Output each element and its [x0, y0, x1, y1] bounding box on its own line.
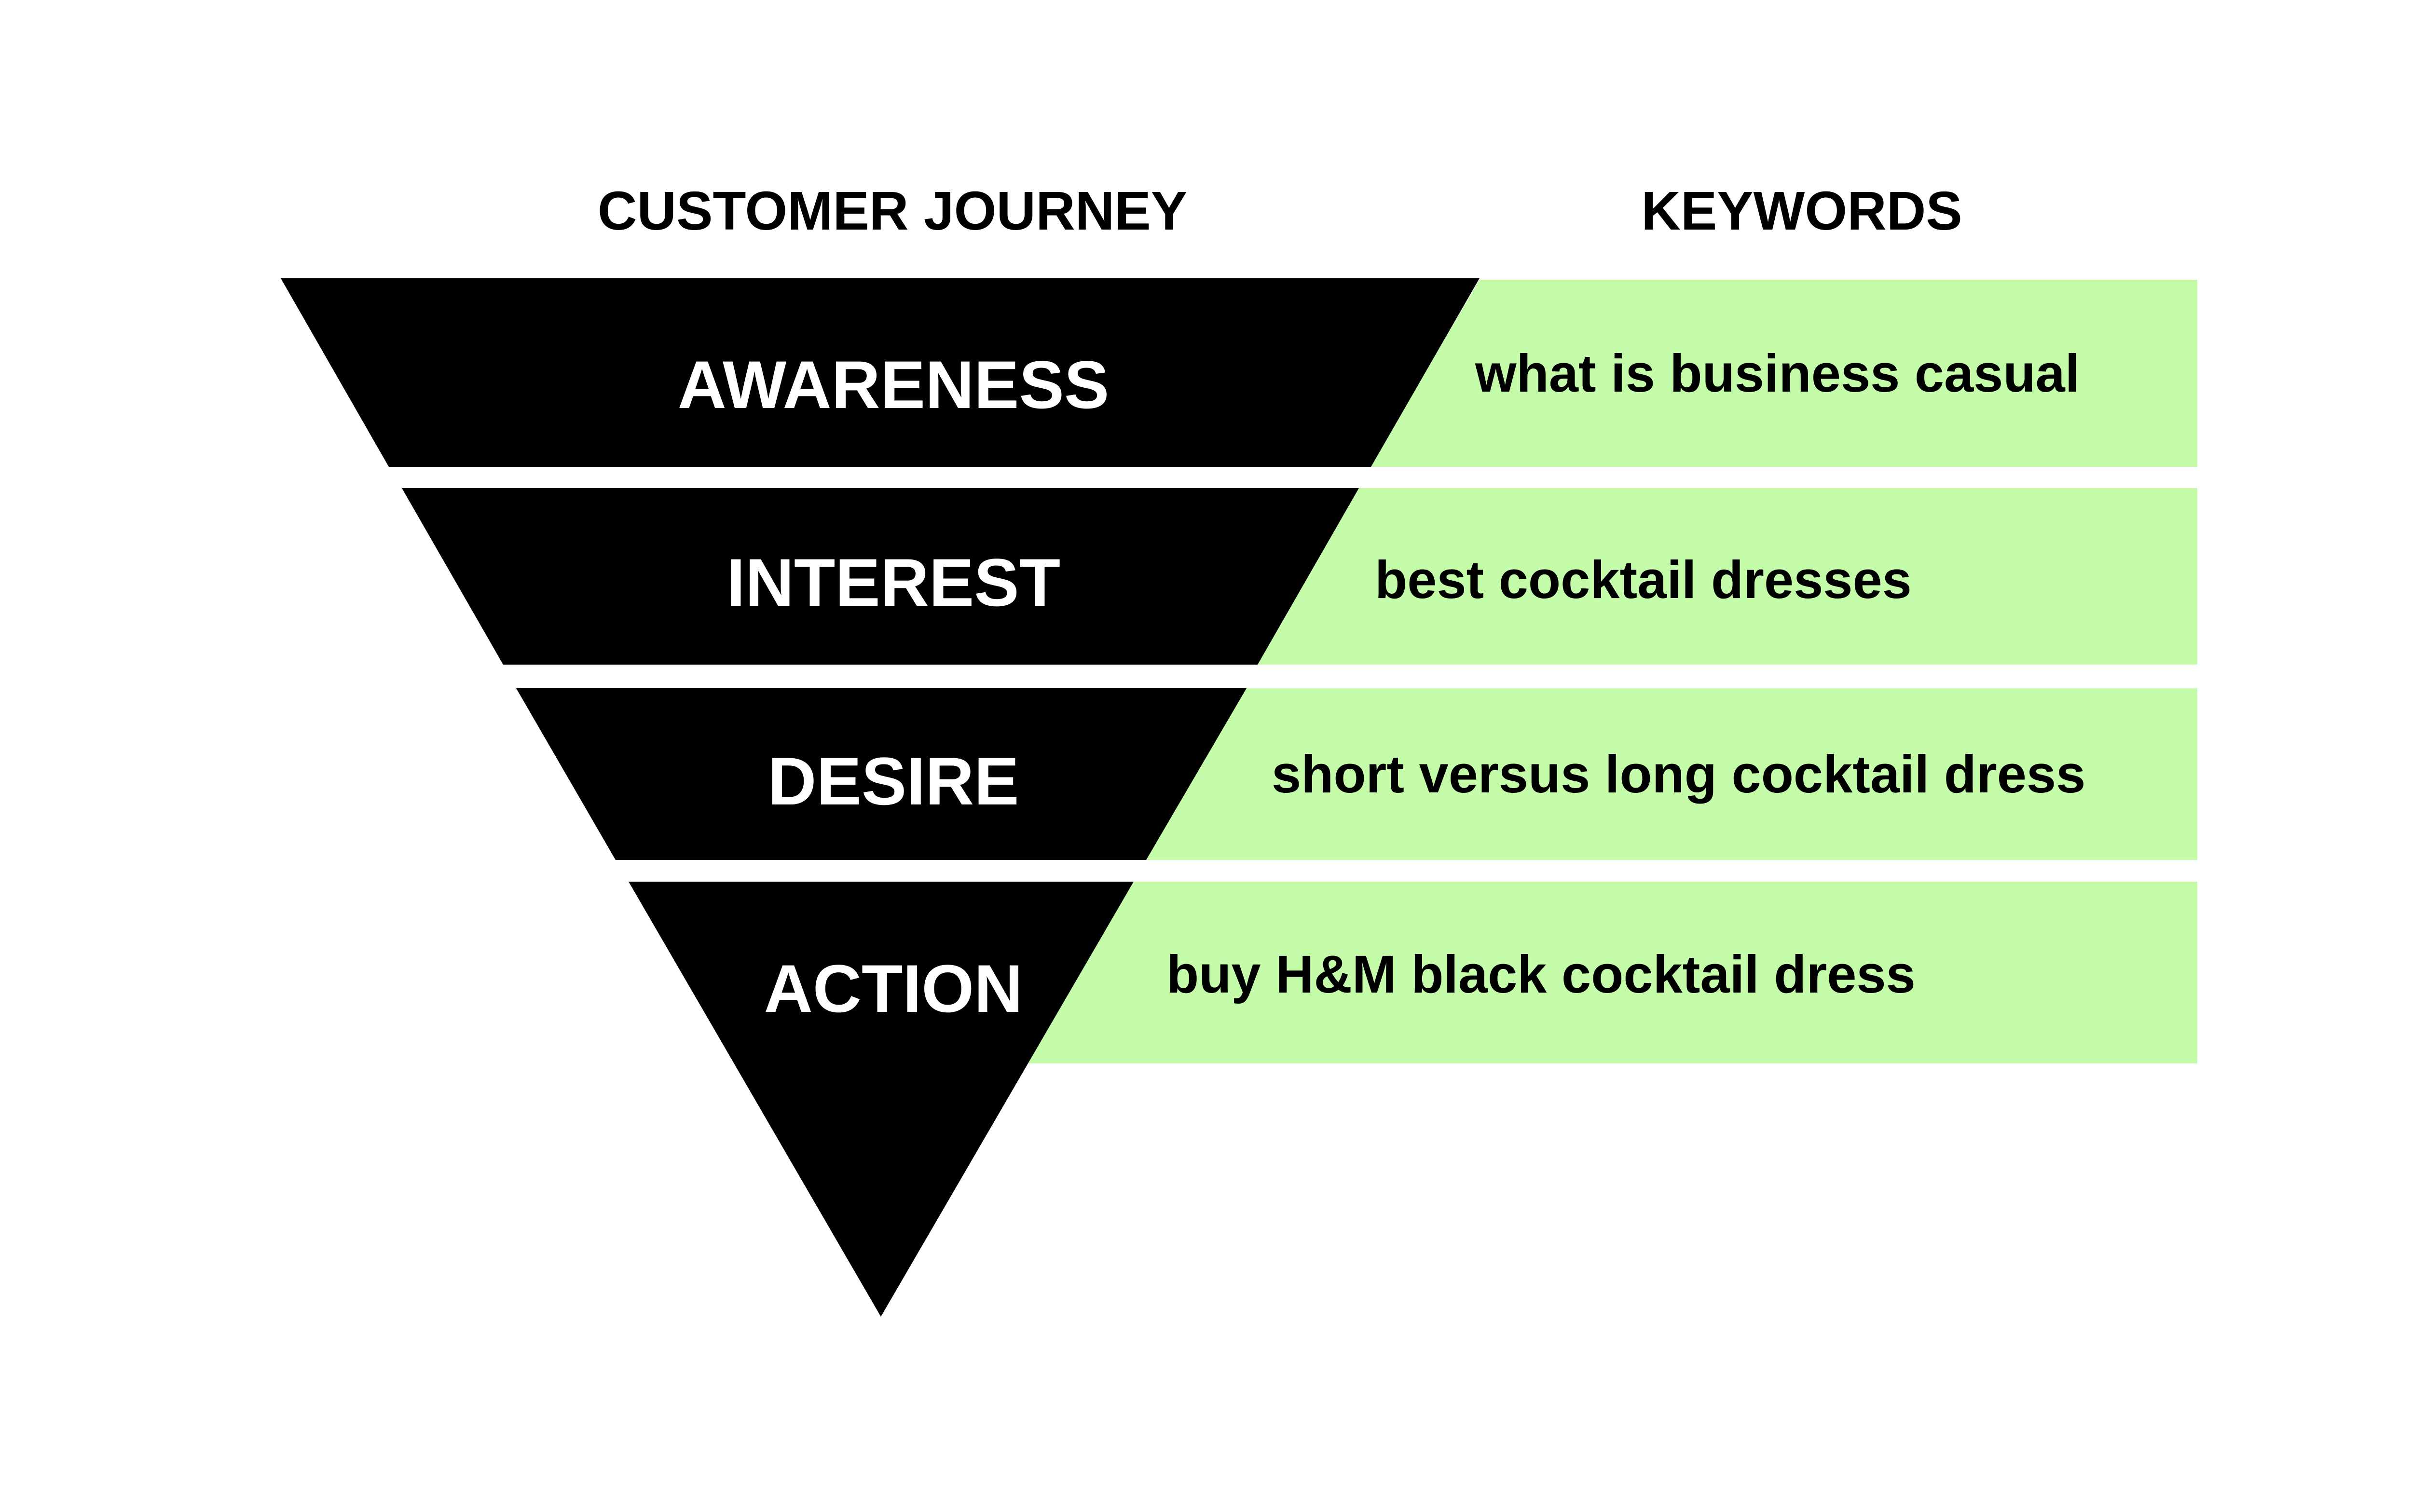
funnel-segment-awareness [281, 278, 1480, 467]
keyword-band-action [1028, 882, 2197, 1063]
stage-label-interest: INTEREST [726, 545, 1060, 620]
keyword-bands [1028, 280, 2197, 1063]
keyword-awareness: what is business casual [1475, 344, 2080, 403]
keyword-band-awareness [1370, 280, 2197, 467]
stage-label-action: ACTION [764, 951, 1023, 1026]
funnel-segment-interest [402, 488, 1359, 665]
funnel-segment-action [629, 882, 1134, 1317]
stage-label-awareness: AWARENESS [678, 347, 1110, 422]
funnel-segment-desire [516, 688, 1247, 860]
funnel [281, 278, 1480, 1317]
stage-label-desire: DESIRE [767, 743, 1019, 819]
keyword-band-desire [1143, 688, 2197, 860]
keyword-band-interest [1258, 488, 2197, 665]
keyword-interest: best cocktail dresses [1375, 550, 1912, 610]
customer-journey-heading: CUSTOMER JOURNEY [598, 180, 1187, 241]
keyword-desire: short versus long cocktail dress [1272, 745, 2085, 804]
keyword-action: buy H&M black cocktail dress [1166, 945, 1916, 1004]
keywords-heading: KEYWORDS [1641, 180, 1962, 241]
